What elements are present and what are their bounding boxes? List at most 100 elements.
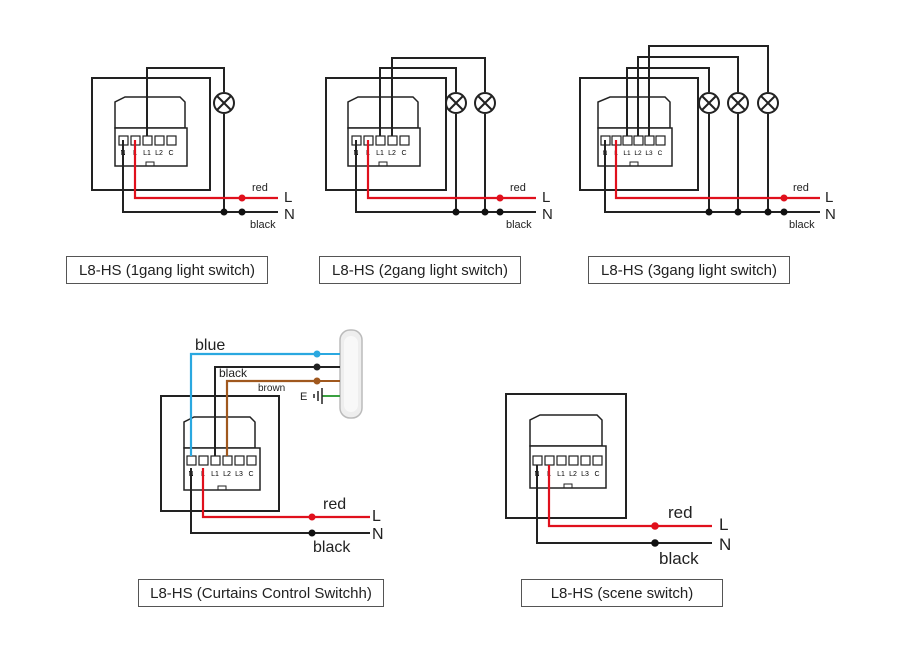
live-line-label: L (542, 189, 550, 206)
lamp-icon (213, 92, 235, 114)
brown-wire-label: brown (258, 383, 285, 394)
terminal-label: L2 (634, 150, 642, 157)
neutral-wire (122, 140, 224, 213)
live-node (780, 194, 788, 202)
lamp-icon (757, 92, 779, 114)
switch-module (597, 96, 671, 129)
lamp-wire (146, 67, 225, 136)
caption-2gang: L8-HS (2gang light switch) (319, 256, 521, 284)
live-node (238, 194, 246, 202)
terminal-block (597, 127, 673, 167)
caption-curtains: L8-HS (Curtains Control Switchh) (138, 579, 384, 607)
terminal-block (529, 445, 607, 489)
lamp-wire (648, 45, 769, 136)
lamp-wire (637, 56, 739, 136)
black-wire-label: black (506, 219, 532, 231)
lamp-icon (727, 92, 749, 114)
lamp-icon (698, 92, 720, 114)
neutral-wire (355, 140, 536, 213)
live-node (308, 513, 316, 521)
switch-module (347, 96, 419, 129)
neutral-line-label: N (825, 206, 836, 223)
caption-scene: L8-HS (scene switch) (521, 579, 723, 607)
black-wire-label: black (659, 549, 699, 568)
blue-wire (189, 352, 317, 456)
terminal-label: L2 (388, 150, 396, 157)
red-wire-label: red (510, 182, 526, 194)
switch-module (183, 416, 256, 449)
live-wire (133, 140, 278, 200)
terminal-label: L2 (569, 471, 577, 478)
red-wire-label: red (793, 182, 809, 194)
terminal-block (114, 127, 188, 167)
neutral-node (308, 529, 316, 537)
terminal-label: L3 (645, 150, 653, 157)
neutral-node (496, 208, 504, 216)
curtain-motor-icon (339, 329, 363, 419)
neutral-wire (604, 140, 820, 213)
terminal-label: L2 (223, 471, 231, 478)
neutral-node (780, 208, 788, 216)
switch-plate (91, 77, 211, 191)
lamp-icon (474, 92, 496, 114)
live-node (496, 194, 504, 202)
earth-label: E (300, 391, 307, 403)
diagram-curtains: N L L1 L2 L3 C blue black brown (160, 329, 384, 556)
terminal-label: L1 (557, 471, 565, 478)
live-line-label: L (825, 189, 833, 206)
live-wire (614, 140, 820, 200)
terminal-label: L1 (376, 150, 384, 157)
neutral-node (238, 208, 246, 216)
lamp-wire (626, 67, 710, 136)
switch-plate (160, 395, 280, 512)
lamp-icon (445, 92, 467, 114)
junction-node (220, 208, 228, 216)
switch-module (529, 414, 603, 447)
live-line-label: L (372, 508, 381, 525)
terminal-block (183, 447, 261, 491)
switch-plate (325, 77, 447, 191)
earth-icon (313, 388, 323, 404)
live-wire (366, 140, 536, 200)
diagram-3gang: N L L1 L2 L3 C (579, 45, 836, 231)
terminal-label: L2 (155, 150, 163, 157)
live-line-label: L (719, 515, 728, 534)
terminal-label: C (658, 150, 663, 157)
terminal-label: L1 (143, 150, 151, 157)
blue-wire-label: blue (195, 337, 225, 354)
diagram-scene: N L L1 L2 L3 C red black L N (505, 393, 731, 568)
neutral-line-label: N (284, 206, 295, 223)
red-wire-label: red (323, 496, 346, 513)
motor-black-wire-label: black (219, 366, 248, 380)
caption-1gang: L8-HS (1gang light switch) (66, 256, 268, 284)
live-line-label: L (284, 189, 292, 206)
neutral-line-label: N (542, 206, 553, 223)
live-node (651, 522, 659, 530)
terminal-block (347, 127, 421, 167)
red-wire-label: red (668, 503, 693, 522)
terminal-label: L1 (623, 150, 631, 157)
neutral-node (651, 539, 659, 547)
red-wire-label: red (252, 182, 268, 194)
diagram-2gang: N L L1 L2 C red black L N (325, 57, 553, 231)
black-wire-label: black (250, 219, 276, 231)
terminal-label: L3 (581, 471, 589, 478)
neutral-line-label: N (372, 526, 384, 543)
terminal-label: C (401, 150, 406, 157)
terminal-label: L3 (235, 471, 243, 478)
motor-black-wire (214, 366, 317, 456)
switch-plate (505, 393, 627, 519)
switch-module (114, 96, 186, 129)
terminal-label: C (594, 471, 599, 478)
diagram-1gang: N L L1 L2 C red black L N (91, 67, 295, 231)
terminal-label: L1 (211, 471, 219, 478)
terminal-label: C (248, 471, 253, 478)
lamp-wire (391, 57, 486, 136)
neutral-line-label: N (719, 535, 731, 554)
black-wire-label: black (789, 219, 815, 231)
black-wire-label: black (313, 539, 351, 556)
caption-3gang: L8-HS (3gang light switch) (588, 256, 790, 284)
brown-wire (225, 379, 317, 456)
terminal-label: C (168, 150, 173, 157)
